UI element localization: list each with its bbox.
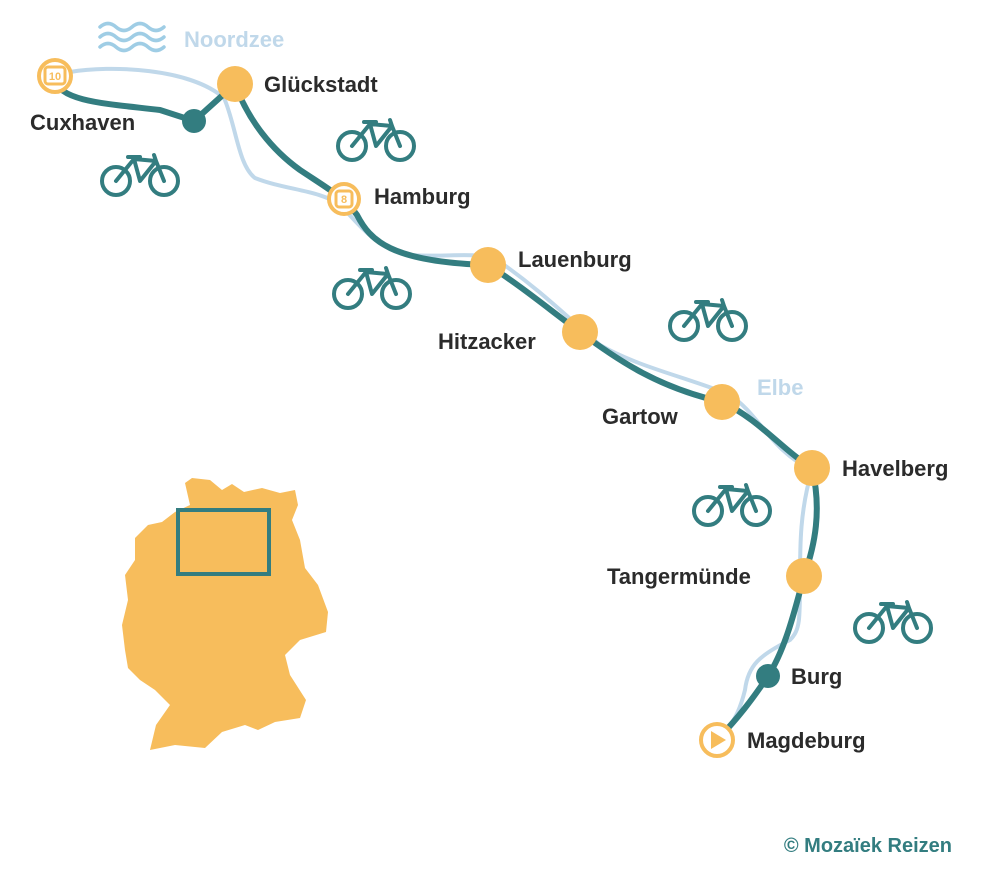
germany-inset-map xyxy=(122,478,328,750)
cuxhaven-marker[interactable]: 10 xyxy=(37,58,73,94)
bicycle-icon xyxy=(100,153,180,197)
river-label: Elbe xyxy=(757,375,803,400)
hamburg-marker[interactable]: 8 xyxy=(327,182,361,216)
city-label-magdeburg: Magdeburg xyxy=(747,728,866,753)
city-label-havelberg: Havelberg xyxy=(842,456,948,481)
hamburg-nights: 8 xyxy=(341,194,347,206)
bicycle-icon xyxy=(853,600,933,644)
gluckstadt-marker[interactable] xyxy=(217,66,253,102)
gartow-marker[interactable] xyxy=(704,384,740,420)
burg-marker[interactable] xyxy=(756,664,780,688)
sea-label: Noordzee xyxy=(184,27,284,52)
waypoint-dot xyxy=(182,109,206,133)
havelberg-marker[interactable] xyxy=(794,450,830,486)
city-label-tangermunde: Tangermünde xyxy=(607,564,751,589)
waves-icon xyxy=(98,21,166,53)
city-label-hitzacker: Hitzacker xyxy=(438,329,536,354)
copyright-credit: © Mozaïek Reizen xyxy=(784,835,952,857)
bicycle-icon xyxy=(332,266,412,310)
bicycle-icon xyxy=(336,118,416,162)
city-label-hamburg: Hamburg xyxy=(374,184,471,209)
bicycle-icon xyxy=(668,298,748,342)
route-region-frame xyxy=(176,508,271,576)
magdeburg-marker[interactable] xyxy=(699,722,735,758)
city-label-lauenburg: Lauenburg xyxy=(518,247,632,272)
city-label-burg: Burg xyxy=(791,664,842,689)
germany-shape xyxy=(122,478,328,750)
tangermunde-marker[interactable] xyxy=(786,558,822,594)
city-label-gartow: Gartow xyxy=(602,404,679,429)
city-label-gluckstadt: Glückstadt xyxy=(264,72,378,97)
play-icon xyxy=(711,731,726,749)
bicycle-icon xyxy=(692,483,772,527)
lauenburg-marker[interactable] xyxy=(470,247,506,283)
city-label-cuxhaven: Cuxhaven xyxy=(30,110,135,135)
hitzacker-marker[interactable] xyxy=(562,314,598,350)
cuxhaven-nights: 10 xyxy=(49,71,61,83)
